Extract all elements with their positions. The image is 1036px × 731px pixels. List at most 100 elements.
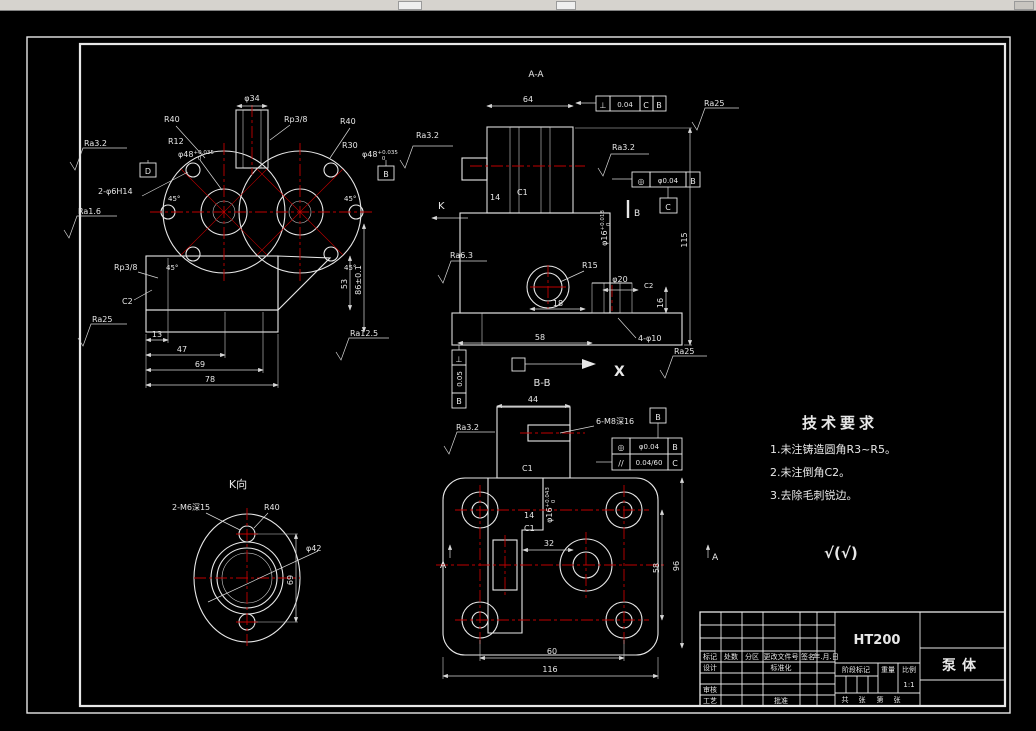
- dim-label: 32: [544, 539, 554, 548]
- roughness-label: Ra6.3: [450, 251, 473, 260]
- roughness-label: Ra12.5: [350, 329, 378, 338]
- dim-label: 16: [656, 298, 665, 308]
- section-mark: B: [634, 209, 640, 219]
- dim-label: 14: [524, 511, 534, 520]
- dim-label: R40: [340, 117, 356, 126]
- dim-bore: φ16+0.0430: [545, 487, 557, 523]
- dim-label: φ20: [612, 275, 627, 284]
- dim-label: 116: [542, 665, 557, 674]
- section-mark: A: [712, 553, 719, 563]
- view-section-aa: A-A 64 ⊥ 0.04 C B Ra25 Ra3.2 ◎ φ0.04 B: [451, 70, 739, 346]
- tb-stage-label: 阶段标记: [842, 665, 870, 674]
- view-title: K向: [229, 477, 247, 491]
- view-section-bb: Ra6.3 R15 18 φ20 C2 16 4-φ10 58 ⊥ 0.05 B…: [437, 251, 707, 409]
- tb-sheet: 张: [894, 695, 901, 704]
- tb-row-check: 审核: [703, 685, 717, 694]
- tb-sheet: 张: [859, 695, 866, 704]
- section-mark: A: [440, 561, 447, 571]
- svg-text:C: C: [672, 459, 678, 468]
- datum-label: B: [655, 413, 661, 422]
- roughness-label: Ra3.2: [84, 139, 107, 148]
- feature-control-frame: ◎ φ0.04 B C: [612, 171, 701, 214]
- surface-finish-note: √(√): [824, 544, 858, 562]
- dim-label: R40: [264, 503, 280, 512]
- roughness-label: Ra25: [92, 315, 112, 324]
- svg-text:φ0.04: φ0.04: [658, 177, 679, 185]
- angle-label: 45°: [168, 195, 180, 203]
- dim-label: 60: [547, 647, 557, 656]
- feature-control-frame: ⊥ 0.04 C B: [575, 95, 667, 112]
- hole-callout: 4-φ10: [638, 334, 661, 343]
- svg-text:C: C: [643, 101, 649, 110]
- toolbar-segment[interactable]: [556, 1, 576, 10]
- tb-col-header: 签名: [801, 652, 815, 661]
- svg-text://: //: [618, 459, 624, 468]
- svg-text:B: B: [690, 177, 696, 186]
- dim-label: 69: [195, 360, 205, 369]
- app-toolbar-strip[interactable]: [0, 0, 1036, 11]
- datum-label: D: [145, 167, 151, 176]
- svg-text:0.04/60: 0.04/60: [636, 459, 663, 467]
- tb-scale-label: 比例: [902, 665, 916, 674]
- tb-col-header: 处数: [724, 652, 738, 661]
- dim-label: 14: [490, 193, 500, 202]
- tech-req-item: 1.未注铸造圆角R3~R5。: [770, 442, 896, 456]
- tb-sheet: 第: [877, 695, 884, 704]
- chamfer-label: C1: [517, 188, 528, 197]
- tb-col-header: 年.月.日: [813, 652, 838, 661]
- view-direction-label: K: [438, 201, 445, 212]
- tb-row-approve: 批准: [774, 696, 788, 705]
- feature-control-frame: ⊥ 0.05 B: [451, 345, 467, 409]
- tb-row-design: 设计: [703, 663, 717, 672]
- thread-label: Rp3/8: [284, 115, 308, 124]
- dim-label: φ34: [244, 94, 259, 103]
- dim-label: 53: [340, 279, 349, 289]
- thread-label: Rp3/8: [114, 263, 138, 272]
- roughness-label: Ra3.2: [456, 423, 479, 432]
- hole-callout: 2-M6深15: [172, 503, 210, 512]
- tech-req-title: 技术要求: [802, 414, 878, 432]
- dim-label: 69: [286, 575, 295, 585]
- dim-label: 78: [205, 375, 215, 384]
- chamfer-label: C2: [644, 282, 653, 290]
- tb-scale-value: 1:1: [903, 681, 914, 689]
- section-title: A-A: [528, 70, 544, 80]
- dim-label: R15: [582, 261, 598, 270]
- toolbar-segment[interactable]: [1014, 1, 1034, 10]
- dim-label: 115: [680, 232, 689, 247]
- tb-col-header: 分区: [745, 652, 759, 661]
- tb-material: HT200: [854, 633, 901, 648]
- technical-requirements: 技术要求 1.未注铸造圆角R3~R5。 2.未注倒角C2。 3.去除毛刺锐边。 …: [770, 414, 896, 562]
- dim-label: 44: [528, 395, 538, 404]
- svg-text:B: B: [456, 397, 462, 406]
- svg-text:φ0.04: φ0.04: [639, 443, 660, 451]
- dim-label: 64: [523, 95, 533, 104]
- tb-row-standard: 标准化: [771, 663, 792, 672]
- tb-row-process: 工艺: [703, 697, 717, 705]
- dim-label: 96: [672, 561, 681, 571]
- roughness-label: Ra3.2: [416, 131, 439, 140]
- dim-label: 58: [652, 563, 661, 573]
- svg-text:⊥: ⊥: [600, 101, 607, 110]
- view-k: K向 2-M6深15 R40 φ42 69: [172, 477, 321, 648]
- hole-callout: 2-φ6H14: [98, 187, 133, 196]
- x-mark: X: [614, 364, 625, 380]
- roughness-label: Ra25: [674, 347, 694, 356]
- svg-text:◎: ◎: [618, 443, 625, 452]
- dim-label: 18: [553, 299, 563, 308]
- tb-col-header: 更改文件号: [764, 652, 799, 661]
- hole-callout: 6-M8深16: [596, 417, 634, 426]
- roughness-label: Ra3.2: [612, 143, 635, 152]
- tb-weight-label: 重量: [881, 666, 895, 674]
- svg-text:B: B: [656, 101, 662, 110]
- toolbar-segment[interactable]: [398, 1, 422, 10]
- dim-label: 86±0.1: [354, 265, 363, 295]
- svg-text:0.05: 0.05: [456, 371, 464, 387]
- dim-label: R12: [168, 137, 184, 146]
- angle-label: 45°: [344, 195, 356, 203]
- dim-label: 13: [152, 330, 162, 339]
- view-bottom: 44 6-M8深16 B ◎ φ0.04 B // 0.04/60 C Ra3.…: [436, 395, 719, 679]
